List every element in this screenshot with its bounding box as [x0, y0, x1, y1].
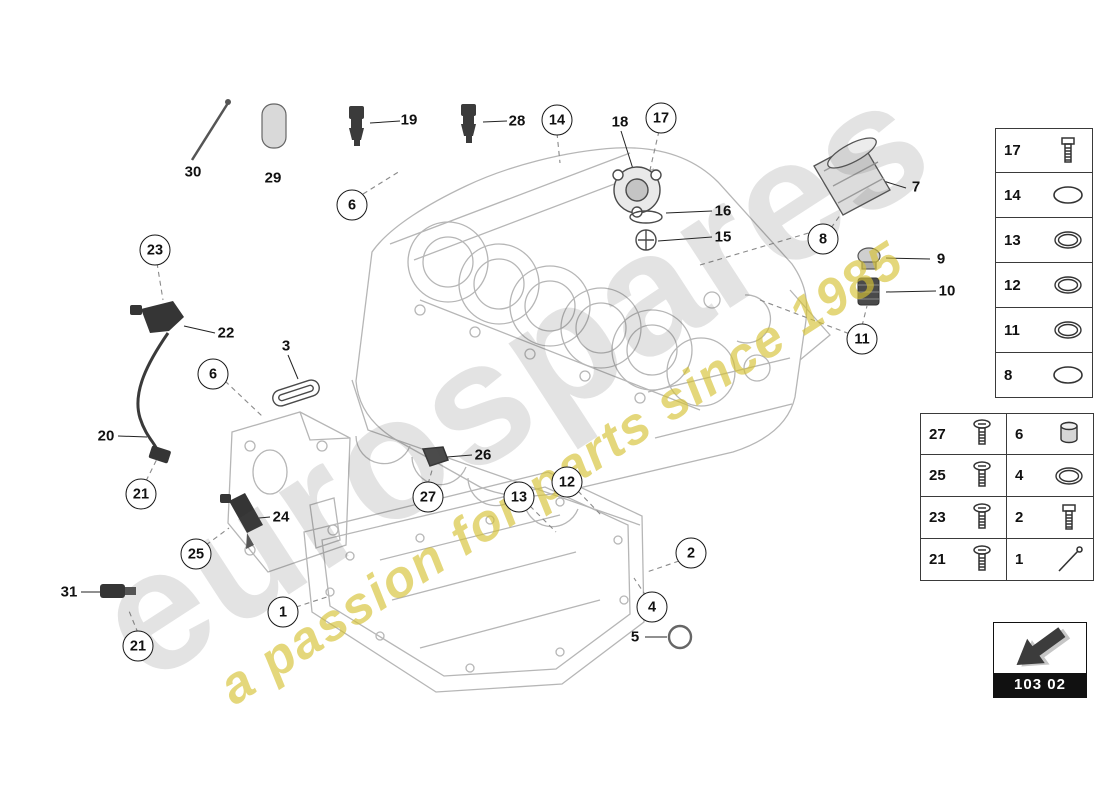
- legend-part-number: 1: [1015, 551, 1024, 568]
- legend-part-number: 4: [1015, 467, 1024, 484]
- oring2-icon: [1052, 459, 1088, 493]
- callout-circle-4[interactable]: 4: [636, 591, 668, 623]
- legend-part-number: 17: [1004, 142, 1021, 159]
- screw-icon: [965, 543, 1001, 577]
- legend-row-6[interactable]: 6: [1007, 413, 1094, 455]
- callout-label-29[interactable]: 29: [264, 169, 282, 187]
- callout-label-22[interactable]: 22: [217, 324, 235, 342]
- callout-circle-6b[interactable]: 6: [197, 358, 229, 390]
- callout-circle-11[interactable]: 11: [846, 323, 878, 355]
- diagram-nav-box[interactable]: 103 02: [993, 622, 1087, 698]
- bolt-icon: [1051, 134, 1087, 168]
- legend-table-single: 17 14 13 12 11 8: [995, 128, 1093, 398]
- legend-row-8[interactable]: 8: [995, 353, 1093, 398]
- oring-icon: [1051, 178, 1087, 212]
- callout-circle-21a[interactable]: 21: [125, 478, 157, 510]
- legend-part-number: 21: [929, 551, 946, 568]
- callout-label-28[interactable]: 28: [508, 112, 526, 130]
- diagram-code: 103 02: [994, 673, 1086, 697]
- callout-circle-6a[interactable]: 6: [336, 189, 368, 221]
- callout-circle-8[interactable]: 8: [807, 223, 839, 255]
- legend-part-number: 2: [1015, 509, 1024, 526]
- legend-part-number: 23: [929, 509, 946, 526]
- callout-label-24[interactable]: 24: [272, 508, 290, 526]
- drawn-parts: [100, 99, 891, 650]
- callout-circle-27[interactable]: 27: [412, 481, 444, 513]
- legend-part-number: 27: [929, 425, 946, 443]
- callout-label-16[interactable]: 16: [714, 202, 732, 220]
- legend-row-13[interactable]: 13: [995, 218, 1093, 263]
- legend-row-11[interactable]: 11: [995, 308, 1093, 353]
- callout-circle-25[interactable]: 25: [180, 538, 212, 570]
- callout-circle-2[interactable]: 2: [675, 537, 707, 569]
- legend-table-double: 27 6 25 4 23 2 21 1: [920, 413, 1094, 581]
- oring2-icon: [1051, 268, 1087, 302]
- rod-icon: [1052, 543, 1088, 577]
- callout-label-7[interactable]: 7: [911, 178, 921, 196]
- legend-row-21[interactable]: 21: [920, 539, 1007, 581]
- callout-label-18[interactable]: 18: [611, 113, 629, 131]
- callout-label-26[interactable]: 26: [474, 446, 492, 464]
- callout-circle-14[interactable]: 14: [541, 104, 573, 136]
- screw-icon: [965, 459, 1001, 493]
- legend-part-number: 8: [1004, 366, 1013, 384]
- callout-circle-13[interactable]: 13: [503, 481, 535, 513]
- callout-label-15[interactable]: 15: [714, 228, 732, 246]
- legend-part-number: 13: [1004, 231, 1021, 249]
- legend-part-number: 25: [929, 467, 946, 484]
- legend-row-23[interactable]: 23: [920, 497, 1007, 539]
- callout-circle-12[interactable]: 12: [551, 466, 583, 498]
- legend-row-12[interactable]: 12: [995, 263, 1093, 308]
- callout-label-31[interactable]: 31: [60, 583, 78, 601]
- callout-circle-1[interactable]: 1: [267, 596, 299, 628]
- plug-icon: [1052, 417, 1088, 451]
- callout-label-20[interactable]: 20: [97, 427, 115, 445]
- bolt-icon: [1052, 501, 1088, 535]
- oring2-icon: [1051, 313, 1087, 347]
- screw-icon: [965, 501, 1001, 535]
- screw-icon: [965, 417, 1001, 451]
- legend-row-4[interactable]: 4: [1007, 455, 1094, 497]
- callout-label-9[interactable]: 9: [936, 250, 946, 268]
- oring-icon: [1051, 358, 1087, 392]
- legend-row-1[interactable]: 1: [1007, 539, 1094, 581]
- oring2-icon: [1051, 223, 1087, 257]
- legend-row-17[interactable]: 17: [995, 128, 1093, 173]
- legend-row-25[interactable]: 25: [920, 455, 1007, 497]
- back-arrow-icon: [1016, 627, 1071, 667]
- callout-label-3[interactable]: 3: [281, 337, 291, 355]
- callout-label-10[interactable]: 10: [938, 282, 956, 300]
- legend-part-number: 6: [1015, 425, 1024, 443]
- callout-circle-21b[interactable]: 21: [122, 630, 154, 662]
- legend-part-number: 14: [1004, 186, 1021, 204]
- legend-part-number: 12: [1004, 276, 1021, 294]
- legend-row-14[interactable]: 14: [995, 173, 1093, 218]
- callout-circle-23[interactable]: 23: [139, 234, 171, 266]
- legend-part-number: 11: [1004, 321, 1020, 339]
- callout-label-19[interactable]: 19: [400, 111, 418, 129]
- callout-circle-17[interactable]: 17: [645, 102, 677, 134]
- legend-row-27[interactable]: 27: [920, 413, 1007, 455]
- callout-label-5[interactable]: 5: [630, 628, 640, 646]
- legend-row-2[interactable]: 2: [1007, 497, 1094, 539]
- callout-label-30[interactable]: 30: [184, 163, 202, 181]
